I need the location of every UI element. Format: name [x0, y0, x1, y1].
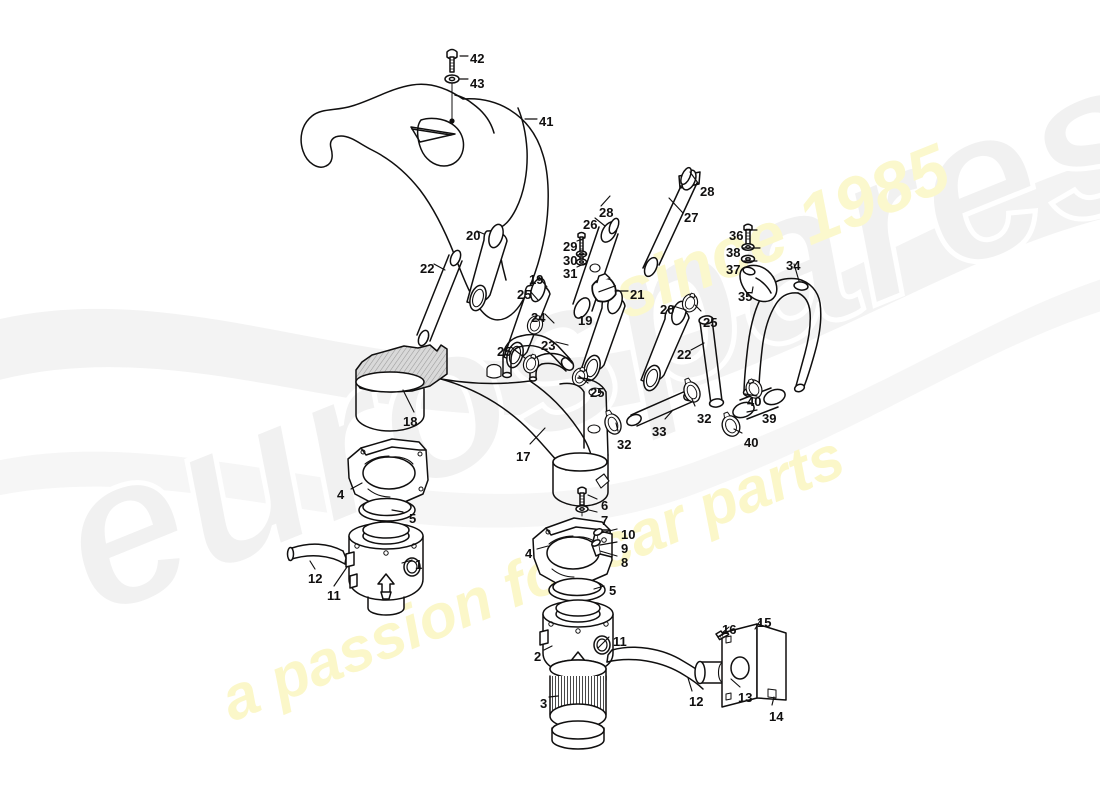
- part-label-25b: 25: [703, 315, 718, 330]
- part-28-seal-ring-upper: [680, 166, 692, 186]
- part-label-18: 18: [403, 414, 418, 429]
- part-32-hose-clip-b: [683, 377, 701, 403]
- part-label-17: 17: [516, 449, 531, 464]
- part-label-33: 33: [652, 424, 667, 439]
- part-label-19a: 19: [529, 272, 544, 287]
- part-label-24: 24: [531, 310, 546, 325]
- part-label-34: 34: [786, 258, 801, 273]
- part-label-8: 8: [621, 555, 629, 570]
- part-43-washer: [444, 74, 460, 84]
- part-label-28a: 28: [700, 184, 715, 199]
- part-14-plate: [756, 623, 787, 701]
- part-label-27: 27: [684, 210, 699, 225]
- part-label-40a: 40: [747, 394, 762, 409]
- part-label-7: 7: [601, 513, 609, 528]
- part-label-9: 9: [621, 541, 629, 556]
- part-12-breather-hose-left: [286, 543, 347, 565]
- part-20-hose-sleeve-upper: [466, 223, 508, 312]
- part-label-32a: 32: [697, 411, 712, 426]
- part-42-screw: [446, 48, 458, 73]
- part-label-12b: 12: [689, 694, 704, 709]
- part-22-intake-tube-right: [698, 315, 725, 408]
- part-16-screw: [715, 630, 730, 641]
- part-label-6: 6: [601, 498, 609, 513]
- part-20-hose-sleeve-right: [640, 300, 690, 392]
- part-label-42: 42: [470, 51, 485, 66]
- part-label-40b: 40: [744, 435, 759, 450]
- part-label-4a: 4: [337, 487, 345, 502]
- part-28-seal-ring-lower: [608, 217, 620, 235]
- part-label-26: 26: [583, 217, 598, 232]
- part-39-connector-hose: [732, 387, 786, 420]
- part-label-20a: 20: [466, 228, 481, 243]
- part-label-31: 31: [563, 266, 578, 281]
- part-label-14: 14: [769, 709, 784, 724]
- part-label-10: 10: [621, 527, 636, 542]
- part-35-bracket: [739, 264, 778, 303]
- part-label-39: 39: [762, 411, 777, 426]
- part-19-elbow-upper: [503, 277, 551, 369]
- part-5-sealing-ring-right: [548, 577, 606, 602]
- part-10-nut: [593, 527, 603, 537]
- part-label-41: 41: [539, 114, 554, 129]
- part-label-16: 16: [722, 622, 737, 637]
- part-label-37: 37: [726, 262, 741, 277]
- part-5-sealing-ring-left: [358, 497, 416, 522]
- part-18-plenum-housing: [355, 344, 531, 432]
- part-label-2: 2: [534, 649, 542, 664]
- part-label-43: 43: [470, 76, 485, 91]
- part-label-11a: 11: [327, 588, 341, 603]
- part-3-air-filter-element: [549, 659, 607, 750]
- part-label-4b: 4: [525, 546, 533, 561]
- part-40-hose-clip-b: [721, 411, 741, 437]
- part-15-mounting-plate: [721, 623, 758, 708]
- part-label-23: 23: [541, 338, 556, 353]
- part-label-5b: 5: [609, 583, 617, 598]
- part-36-bolt: [743, 223, 753, 246]
- part-label-12a: 12: [308, 571, 323, 586]
- part-label-22b: 22: [677, 347, 692, 362]
- part-label-30: 30: [563, 253, 578, 268]
- part-label-13: 13: [738, 690, 753, 705]
- part-label-25d: 25: [590, 385, 605, 400]
- part-label-35: 35: [738, 289, 753, 304]
- part-label-3: 3: [540, 696, 548, 711]
- part-label-5a: 5: [409, 511, 417, 526]
- part-12-breather-hose-right: [606, 646, 707, 690]
- part-label-20b: 20: [660, 302, 675, 317]
- part-label-21: 21: [630, 287, 645, 302]
- part-41-intake-duct-panel: [300, 78, 549, 321]
- part-label-11b: 11: [613, 634, 627, 649]
- part-9-washer: [591, 539, 601, 547]
- part-label-36: 36: [729, 228, 744, 243]
- part-label-1: 1: [415, 557, 423, 572]
- part-label-25a: 25: [517, 287, 532, 302]
- part-label-29: 29: [563, 239, 578, 254]
- part-4-heat-shield-right: [532, 517, 613, 585]
- part-label-22a: 22: [420, 261, 435, 276]
- part-label-38: 38: [726, 245, 741, 260]
- part-32-hose-clip-a: [604, 409, 622, 435]
- part-31-nut: [575, 258, 588, 266]
- part-label-28b: 28: [599, 205, 614, 220]
- part-label-32b: 32: [617, 437, 632, 452]
- part-38-washer: [741, 242, 755, 252]
- part-label-19b: 19: [578, 313, 593, 328]
- part-11-grommet-left: [406, 560, 418, 574]
- part-label-25c: 25: [497, 344, 512, 359]
- part-label-15: 15: [757, 615, 772, 630]
- leader-lines: [309, 55, 800, 706]
- part-4-heat-shield-left: [347, 438, 429, 505]
- part-6-bolt: [577, 486, 587, 506]
- part-22-intake-tube-left: [416, 249, 463, 347]
